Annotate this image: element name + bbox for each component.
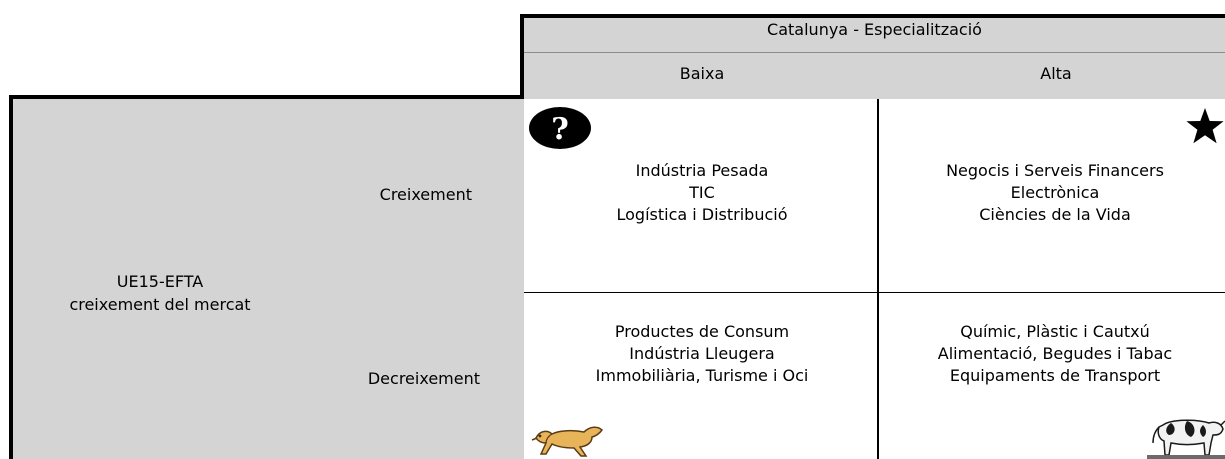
quadrant-item: TIC [689, 183, 715, 202]
quadrant-item: Ciències de la Vida [979, 205, 1131, 224]
quadrant-item: Electrònica [1010, 183, 1100, 202]
quadrant-horizontal-divider [524, 292, 1225, 293]
quadrant-item: Indústria Pesada [635, 161, 769, 180]
dog-icon [531, 426, 603, 457]
quadrant-item: Químic, Plàstic i Cautxú [960, 322, 1150, 341]
market-growth-title-line1: UE15-EFTA [116, 272, 204, 291]
quadrant-item: Indústria Lleugera [629, 344, 775, 363]
column-high-label: Alta [1040, 64, 1072, 83]
quadrant-item: Logística i Distribució [616, 205, 788, 224]
cow-icon [1147, 419, 1225, 459]
row-decline-label: Decreixement [367, 369, 480, 388]
question-mark-icon: ? [529, 107, 591, 149]
market-growth-header [9, 95, 524, 459]
market-growth-title: UE15-EFTA creixement del mercat [40, 270, 280, 316]
row-growth-label: Creixement [379, 185, 472, 204]
quadrant-item: Negocis i Serveis Financers [946, 161, 1164, 180]
specialization-title: Catalunya - Especialització [767, 20, 982, 39]
quadrant-item: Equipaments de Transport [949, 366, 1161, 385]
quadrant-vertical-divider [877, 99, 879, 459]
quadrant-top-right: Negocis i Serveis Financers Electrònica … [877, 160, 1225, 226]
quadrant-item: Immobiliària, Turisme i Oci [595, 366, 809, 385]
quadrant-bottom-right: Químic, Plàstic i Cautxú Alimentació, Be… [877, 321, 1225, 387]
quadrant-item: Alimentació, Begudes i Tabac [937, 344, 1173, 363]
header-divider [524, 52, 1225, 53]
quadrant-item: Productes de Consum [614, 322, 790, 341]
quadrant-top-left: Indústria Pesada TIC Logística i Distrib… [524, 160, 880, 226]
svg-text:?: ? [551, 112, 569, 147]
column-low-label: Baixa [679, 64, 725, 83]
market-growth-title-line2: creixement del mercat [69, 295, 251, 314]
quadrant-bottom-left: Productes de Consum Indústria Lleugera I… [524, 321, 880, 387]
star-icon [1186, 108, 1224, 144]
specialization-header [520, 14, 1225, 99]
